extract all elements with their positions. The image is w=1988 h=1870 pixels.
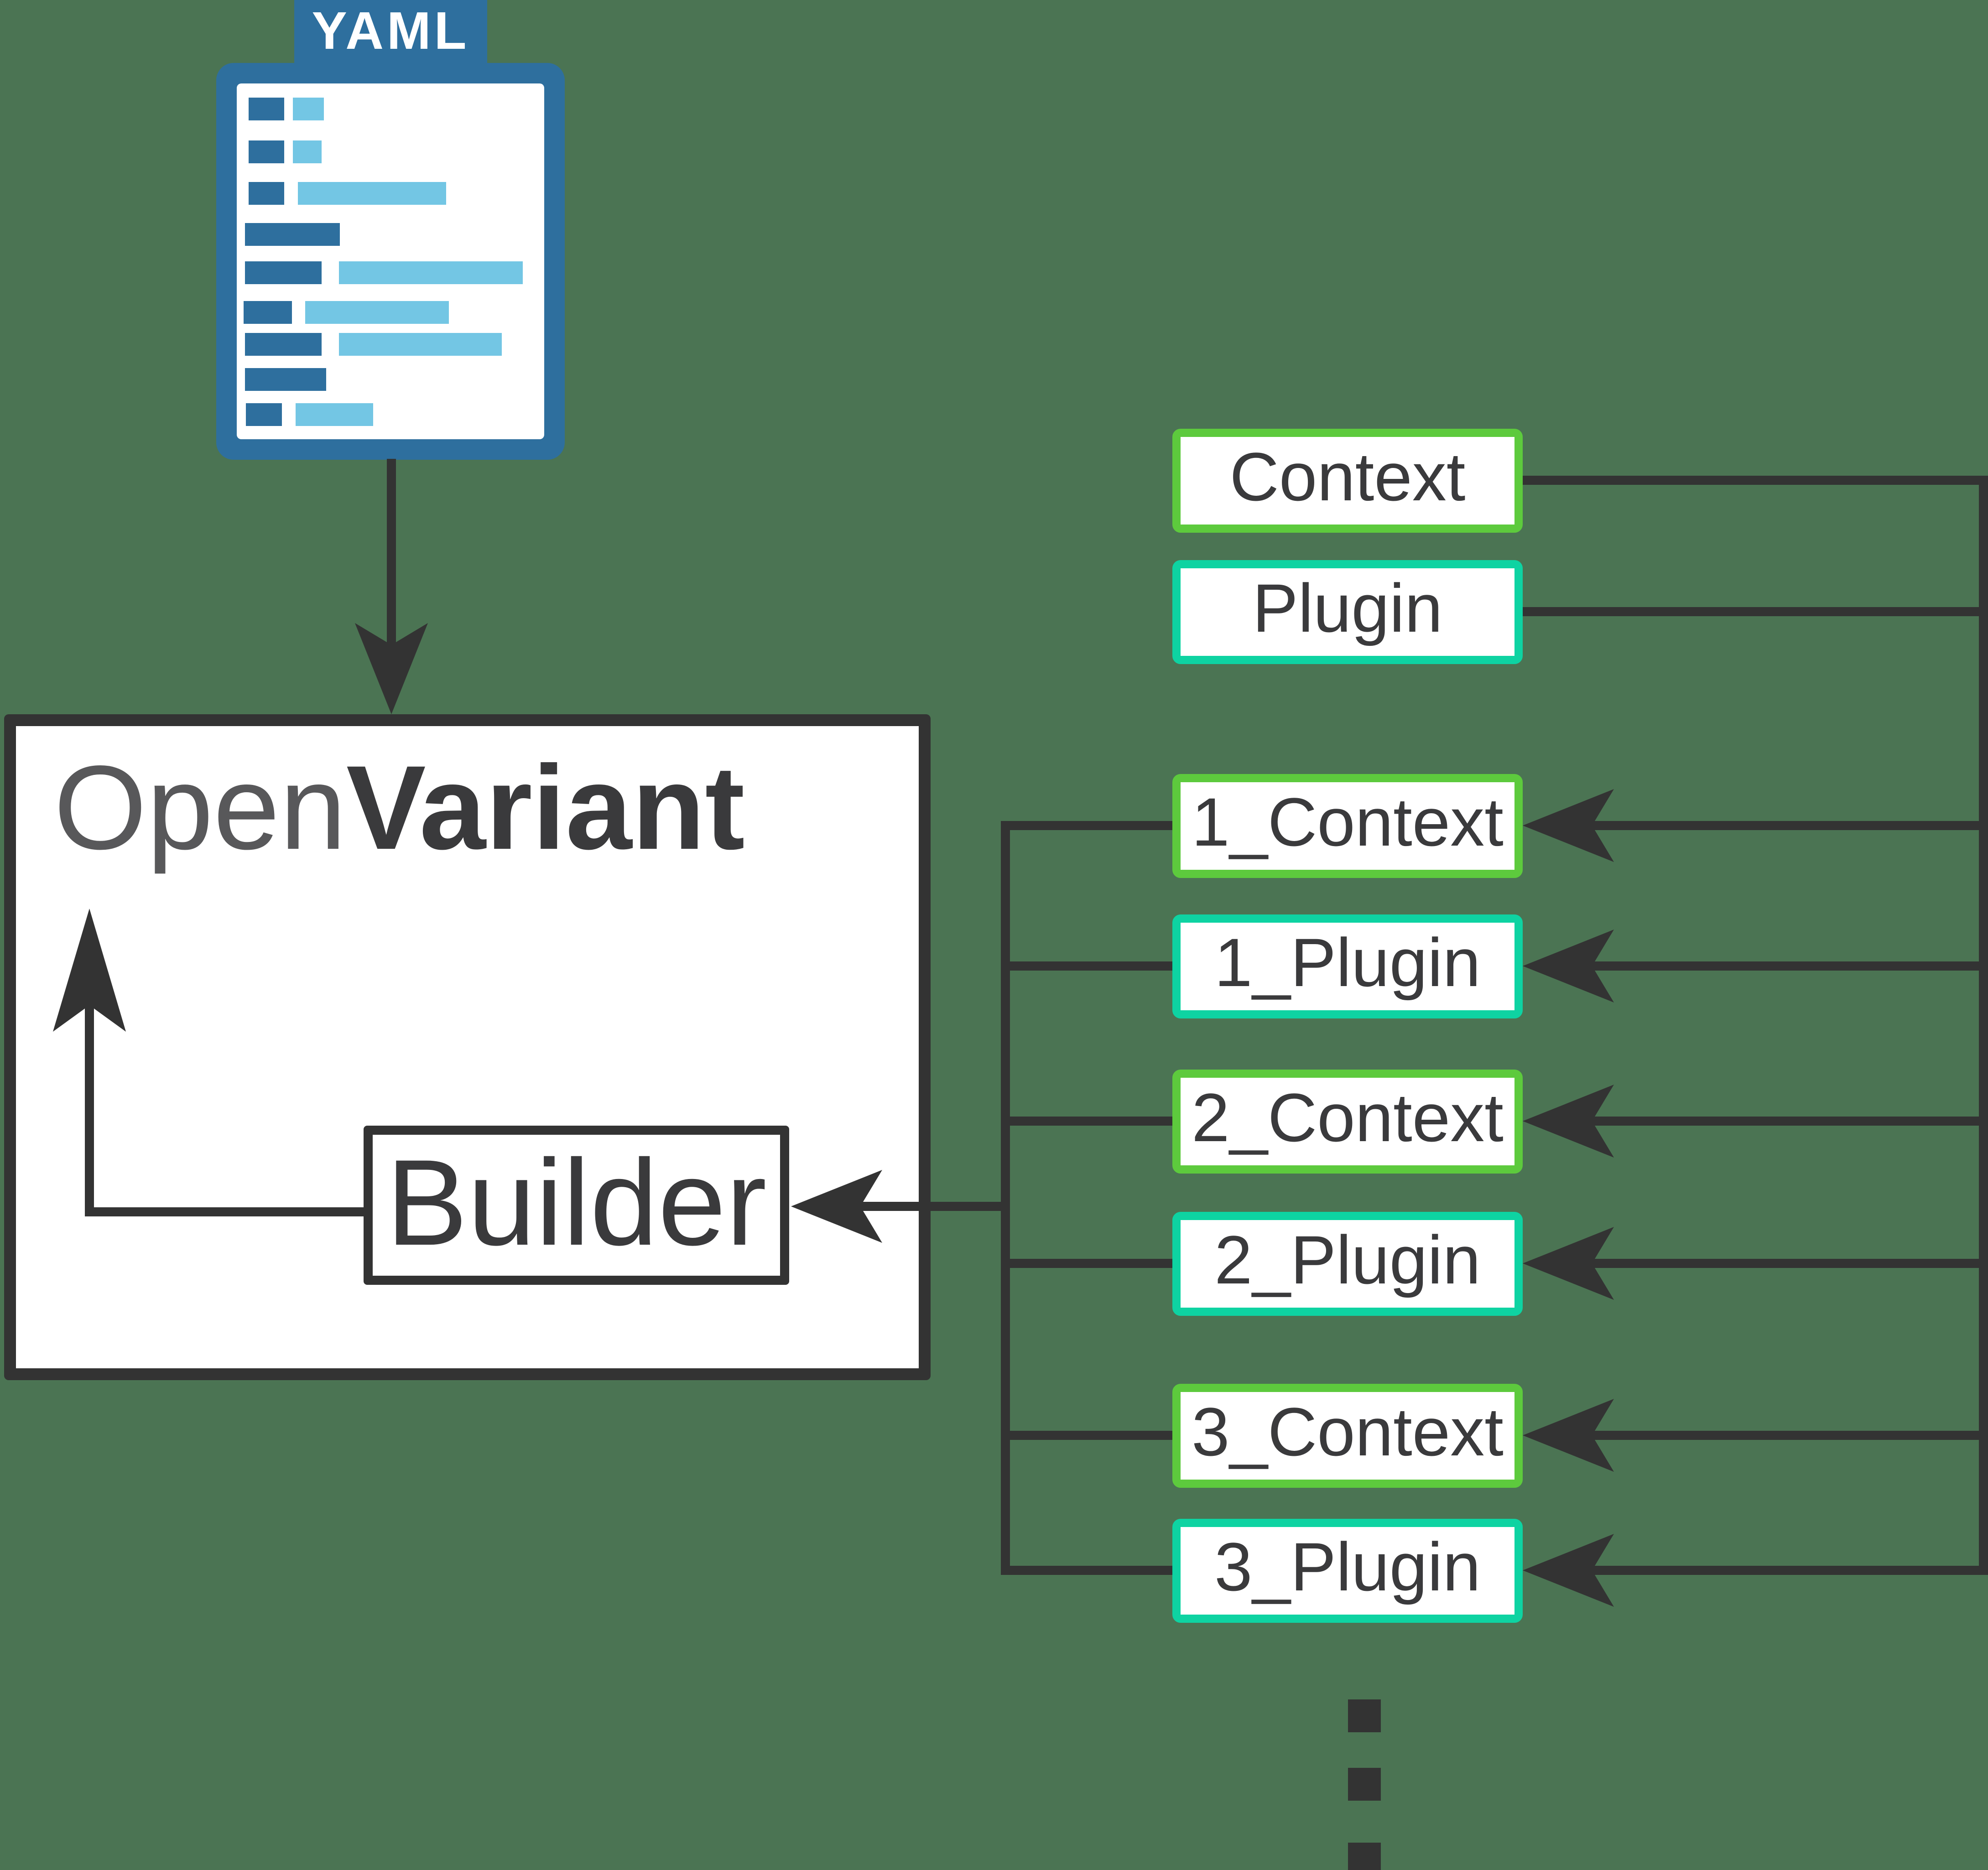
yaml-code-bar bbox=[339, 261, 523, 284]
pipeline-box-plugin-3: 3_Plugin bbox=[1172, 1519, 1523, 1623]
pipeline-box-label: 2_Plugin bbox=[1214, 1221, 1481, 1298]
yaml-to-openvariant-line bbox=[387, 459, 396, 650]
pipeline-box-label: 3_Plugin bbox=[1214, 1528, 1481, 1605]
builder-label: Builder bbox=[386, 1133, 767, 1271]
arrowhead-left-icon bbox=[1523, 1227, 1614, 1300]
openvariant-title: OpenVariant bbox=[54, 748, 745, 867]
instance-output-line bbox=[1001, 1431, 1175, 1440]
yaml-tab: YAML bbox=[294, 0, 487, 64]
yaml-code-bar bbox=[305, 301, 449, 324]
vertical-ellipsis-icon bbox=[1348, 1843, 1381, 1870]
yaml-code-bar bbox=[293, 98, 324, 120]
instance-output-line bbox=[1001, 1259, 1175, 1268]
pipeline-box-label: 1_Context bbox=[1192, 784, 1504, 860]
plugin-output-line bbox=[1519, 607, 1988, 616]
openvariant-title-bold: Variant bbox=[346, 741, 745, 874]
builder-box: Builder bbox=[364, 1126, 789, 1285]
arrowhead-down-icon bbox=[355, 623, 428, 714]
pipeline-box-plugin-2: 2_Plugin bbox=[1172, 1212, 1523, 1316]
instance-input-line bbox=[1587, 1117, 1988, 1126]
pipeline-box-label: Plugin bbox=[1252, 570, 1443, 646]
pipeline-box-plugin-1: 1_Plugin bbox=[1172, 914, 1523, 1018]
instance-output-line bbox=[1001, 821, 1175, 830]
yaml-code-bar bbox=[245, 368, 326, 391]
arrowhead-left-icon bbox=[1523, 1399, 1614, 1472]
instance-input-line bbox=[1587, 1566, 1988, 1575]
arrowhead-left-icon bbox=[791, 1170, 882, 1243]
arrowhead-up-icon bbox=[53, 909, 126, 1032]
pipeline-box-plugin: Plugin bbox=[1172, 560, 1523, 664]
yaml-code-bar bbox=[245, 333, 322, 356]
pipeline-box-label: Context bbox=[1229, 438, 1466, 515]
context-output-line bbox=[1519, 476, 1988, 485]
yaml-code-bar bbox=[296, 403, 373, 426]
instance-input-line bbox=[1587, 961, 1988, 971]
yaml-code-bar bbox=[293, 140, 322, 163]
pipeline-box-context-1: 1_Context bbox=[1172, 774, 1523, 878]
vertical-ellipsis-icon bbox=[1348, 1699, 1381, 1732]
pipeline-box-context: Context bbox=[1172, 429, 1523, 533]
pipeline-box-label: 1_Plugin bbox=[1214, 924, 1481, 1001]
arrowhead-left-icon bbox=[1523, 1085, 1614, 1158]
yaml-code-bar bbox=[246, 403, 282, 426]
yaml-code-bar bbox=[245, 261, 322, 284]
instance-input-line bbox=[1587, 1259, 1988, 1268]
arrowhead-left-icon bbox=[1523, 789, 1614, 862]
yaml-code-bar bbox=[244, 301, 292, 324]
pipeline-box-context-2: 2_Context bbox=[1172, 1070, 1523, 1174]
vertical-ellipsis-icon bbox=[1348, 1768, 1381, 1801]
arrowhead-left-icon bbox=[1523, 930, 1614, 1003]
instance-input-line bbox=[1587, 821, 1988, 830]
instance-input-line bbox=[1587, 1431, 1988, 1440]
yaml-code-bar bbox=[245, 223, 340, 246]
pipeline-box-label: 2_Context bbox=[1192, 1079, 1504, 1156]
arrowhead-left-icon bbox=[1523, 1534, 1614, 1607]
instance-output-line bbox=[1001, 961, 1175, 971]
builder-feedback-line bbox=[85, 1207, 364, 1216]
instance-output-line bbox=[1001, 1117, 1175, 1126]
builder-input-line bbox=[858, 1202, 1010, 1211]
yaml-code-bar bbox=[249, 182, 284, 205]
yaml-code-bar bbox=[249, 140, 284, 163]
yaml-code-bar bbox=[339, 333, 502, 356]
openvariant-title-regular: Open bbox=[54, 741, 346, 874]
yaml-code-bar bbox=[298, 182, 446, 205]
instance-output-line bbox=[1001, 1566, 1175, 1575]
pipeline-box-label: 3_Context bbox=[1192, 1393, 1504, 1470]
yaml-tab-label: YAML bbox=[312, 1, 470, 60]
template-bus-line bbox=[1979, 476, 1988, 1575]
yaml-code-bar bbox=[249, 98, 284, 120]
pipeline-box-context-3: 3_Context bbox=[1172, 1384, 1523, 1488]
instance-bus-line bbox=[1001, 821, 1010, 1575]
